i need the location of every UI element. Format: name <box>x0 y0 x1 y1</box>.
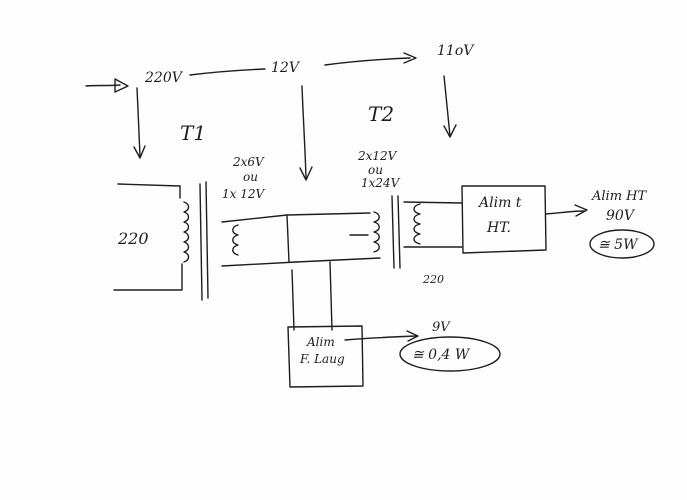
alim-fil-box-line2: F. Laug <box>299 352 345 366</box>
t1-sec-line1: 2x6V <box>232 155 265 169</box>
input-voltage-label: 220V <box>144 70 184 86</box>
power-ellipses <box>399 229 655 372</box>
primary-220-label: 220 <box>117 229 149 248</box>
t1-label: T1 <box>180 121 206 145</box>
t1-sec-line3: 1x 12V <box>222 187 265 201</box>
power-ht-ellipse <box>589 229 655 259</box>
power-fil-label: ≅ 0,4 W <box>412 347 471 363</box>
alim-fil-box-line1: Alim <box>306 335 335 349</box>
t1-sec-line2: ou <box>243 170 258 184</box>
alim-fil-box <box>287 261 419 388</box>
mid-voltage-label: 12V <box>271 60 301 76</box>
alim-ht-box-line2: HT. <box>486 220 511 236</box>
t2-label: T2 <box>368 102 394 126</box>
down-arrows <box>133 75 457 181</box>
fil-voltage-label: 9V <box>432 320 451 335</box>
output-voltage-label: 11oV <box>437 43 475 59</box>
t2-sec-line1: 2x12V <box>357 149 398 163</box>
t2-sec-line3: 1x24V <box>361 176 401 190</box>
t2-output-220-label: 220 <box>422 273 444 286</box>
alim-ht-box-line1: Alim t <box>477 195 522 211</box>
power-fil-ellipse <box>399 336 501 372</box>
power-ht-label: ≅ 5W <box>598 237 639 253</box>
t2-sec-line2: ou <box>368 163 383 177</box>
transformer-t2 <box>286 195 463 269</box>
alim-ht-out-line1: Alim HT <box>591 189 648 204</box>
top-chain-lines <box>85 52 417 93</box>
alim-ht-out-line2: 90V <box>606 208 636 224</box>
alim-ht-box <box>461 185 588 254</box>
transformer-t1 <box>113 181 297 301</box>
